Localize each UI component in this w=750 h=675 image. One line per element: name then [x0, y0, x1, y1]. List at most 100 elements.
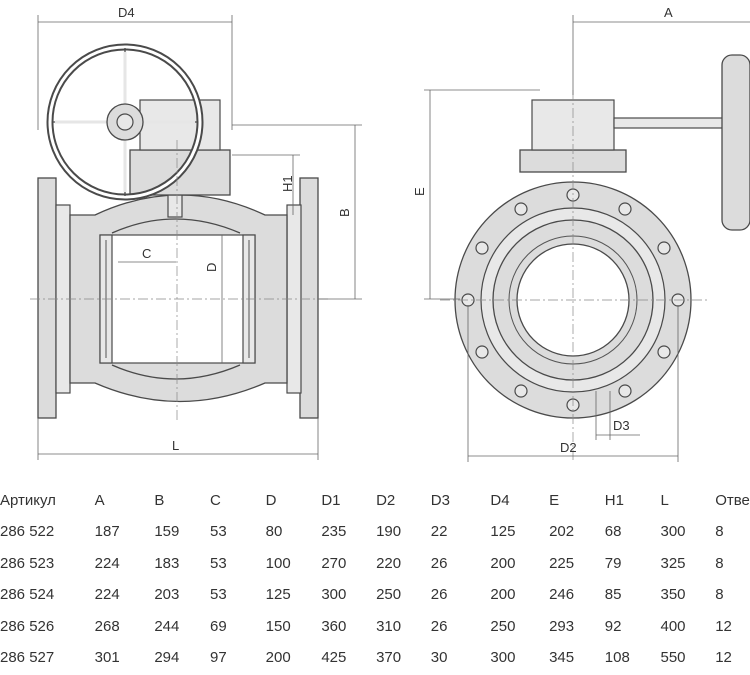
cell-h1: 92 [604, 617, 622, 635]
cell-d4: 300 [490, 649, 516, 667]
table-row: 286 524 224 203 53 125 300 250 26 200 24… [0, 579, 750, 611]
cell-article: 286 522 [0, 523, 55, 541]
cell-d4: 250 [490, 617, 516, 635]
cell-d: 200 [265, 649, 291, 667]
label-l: L [172, 438, 179, 453]
cell-d1: 360 [321, 617, 347, 635]
cell-b: 203 [154, 586, 180, 604]
cell-d1: 270 [321, 554, 347, 572]
header-a: A [94, 492, 105, 509]
cell-h1: 68 [604, 523, 622, 541]
cell-l: 400 [660, 617, 686, 635]
header-c: C [210, 492, 221, 509]
cell-c: 53 [210, 523, 227, 541]
cell-e: 246 [549, 586, 575, 604]
label-h1: H1 [280, 175, 295, 192]
header-article: Артикул [0, 492, 56, 509]
label-a: A [664, 5, 673, 20]
header-b: B [154, 492, 165, 509]
side-view [30, 43, 330, 420]
cell-d3: 30 [430, 649, 448, 667]
cell-l: 325 [660, 554, 686, 572]
header-d4: D4 [490, 492, 510, 509]
cell-d4: 125 [490, 523, 516, 541]
table-row: 286 522 187 159 53 80 235 190 22 125 202… [0, 516, 750, 548]
header-h1: H1 [604, 492, 624, 509]
front-view [440, 54, 750, 460]
cell-e: 345 [549, 649, 575, 667]
cell-l: 350 [660, 586, 686, 604]
label-c: C [142, 246, 151, 261]
label-d: D [204, 263, 219, 272]
cell-d1: 300 [321, 586, 347, 604]
side-dimensions: D4 L H1 B C D [37, 5, 362, 460]
header-d1: D1 [321, 492, 341, 509]
cell-c: 69 [210, 617, 227, 635]
header-d2: D2 [376, 492, 396, 509]
header-holes: Отве [715, 492, 750, 509]
cell-c: 53 [210, 586, 227, 604]
cell-d3: 22 [430, 523, 448, 541]
cell-article: 286 527 [0, 649, 55, 667]
cell-holes: 8 [715, 586, 724, 604]
cell-a: 187 [94, 523, 120, 541]
cell-article: 286 524 [0, 586, 55, 604]
cell-b: 183 [154, 554, 180, 572]
cell-a: 224 [94, 554, 120, 572]
valve-drawing: D4 L H1 B C D [30, 5, 750, 462]
label-d2: D2 [560, 440, 577, 455]
cell-d: 150 [265, 617, 291, 635]
front-dimensions: A E D2 D3 [412, 5, 750, 462]
header-d3: D3 [430, 492, 450, 509]
table-header-row: Артикул A B C D D1 D2 D3 D4 E H1 L Отве [0, 485, 750, 516]
label-e: E [412, 187, 427, 196]
cell-d4: 200 [490, 586, 516, 604]
cell-article: 286 526 [0, 617, 55, 635]
cell-e: 293 [549, 617, 575, 635]
cell-c: 53 [210, 554, 227, 572]
cell-c: 97 [210, 649, 227, 667]
cell-d3: 26 [430, 617, 448, 635]
cell-l: 300 [660, 523, 686, 541]
table-row: 286 526 268 244 69 150 360 310 26 250 29… [0, 611, 750, 643]
cell-d: 125 [265, 586, 291, 604]
cell-d3: 26 [430, 554, 448, 572]
header-l: L [660, 492, 669, 509]
cell-b: 244 [154, 617, 180, 635]
cell-h1: 79 [604, 554, 622, 572]
cell-d2: 370 [376, 649, 402, 667]
cell-article: 286 523 [0, 554, 55, 572]
cell-e: 225 [549, 554, 575, 572]
spec-table: Артикул A B C D D1 D2 D3 D4 E H1 L Отве … [0, 485, 750, 674]
cell-d1: 235 [321, 523, 347, 541]
table-row: 286 527 301 294 97 200 425 370 30 300 34… [0, 642, 750, 674]
cell-l: 550 [660, 649, 686, 667]
header-e: E [549, 492, 560, 509]
table-row: 286 523 224 183 53 100 270 220 26 200 22… [0, 548, 750, 580]
cell-a: 268 [94, 617, 120, 635]
cell-d2: 220 [376, 554, 402, 572]
cell-d2: 190 [376, 523, 402, 541]
cell-a: 224 [94, 586, 120, 604]
cell-holes: 8 [715, 554, 724, 572]
cell-a: 301 [94, 649, 120, 667]
cell-h1: 85 [604, 586, 622, 604]
cell-h1: 108 [604, 649, 630, 667]
cell-d4: 200 [490, 554, 516, 572]
label-d4: D4 [118, 5, 135, 20]
cell-d3: 26 [430, 586, 448, 604]
cell-d2: 310 [376, 617, 402, 635]
cell-d: 80 [265, 523, 283, 541]
cell-b: 159 [154, 523, 180, 541]
bolt-holes [461, 188, 685, 412]
cell-d2: 250 [376, 586, 402, 604]
cell-holes: 12 [715, 649, 732, 667]
cell-d1: 425 [321, 649, 347, 667]
cell-d: 100 [265, 554, 291, 572]
cell-holes: 8 [715, 523, 724, 541]
cell-e: 202 [549, 523, 575, 541]
header-d: D [265, 492, 277, 509]
label-b: B [337, 208, 352, 217]
cell-holes: 12 [715, 617, 732, 635]
cell-b: 294 [154, 649, 180, 667]
